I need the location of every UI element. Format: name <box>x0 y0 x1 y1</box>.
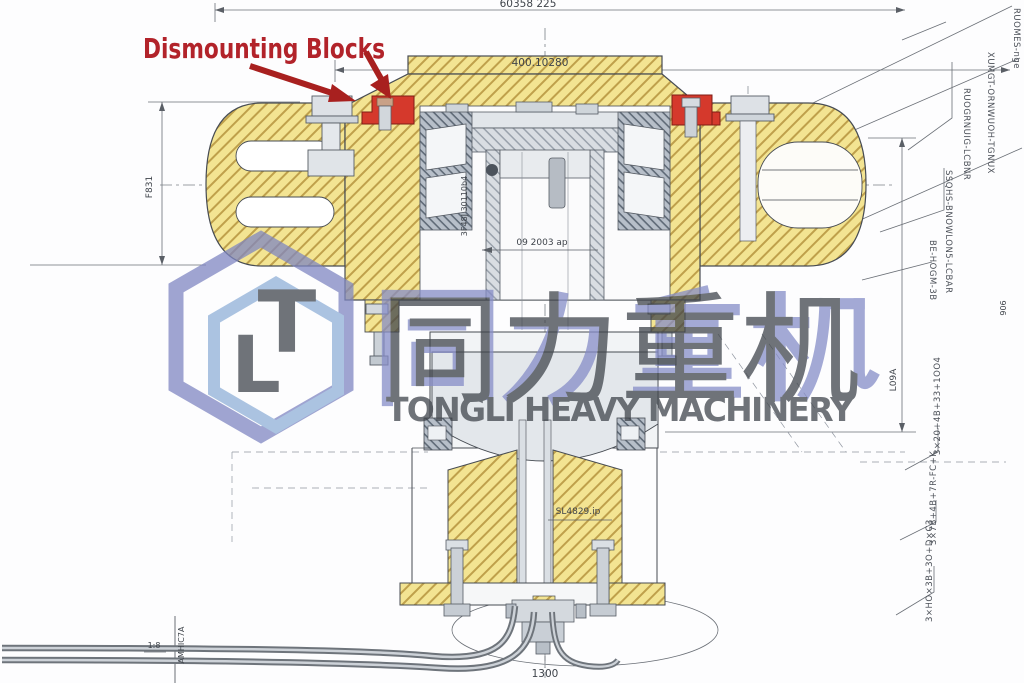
arrow-left-head-icon <box>328 84 356 102</box>
side-callout-labels: RUOMES-nge XUMGT-ORNWUOH-TGNUX RUOGRNUIG… <box>925 8 1021 622</box>
tongli-logo-hexagon-icon: T L <box>168 230 354 444</box>
dim-left-height: F831 <box>145 176 155 198</box>
dismounting-blocks <box>361 94 721 138</box>
side-label-upper-3: RUOGRNUIG-LCBNR <box>961 88 971 180</box>
side-label-lower-2: 3×7B+4B+7R-FC+K <box>929 451 939 545</box>
arrow-right-head-icon <box>370 74 391 99</box>
right-roller-bearing <box>617 111 671 231</box>
housing-lower <box>399 419 666 610</box>
axis-note: AMHIC7A <box>177 626 186 663</box>
internals-lower <box>1 539 621 672</box>
dim-right-height: L09A <box>889 368 899 391</box>
side-label-lower-3: 3×HO×3B+3O+D×C3 <box>925 519 935 622</box>
dimension-texts: 60358 225 400.10280 F831 L09A 906 09 200… <box>145 0 1008 680</box>
char-zhong <box>633 285 741 398</box>
construction-lines <box>30 3 1023 683</box>
watermark-english-name: TONGLI HEAVY MACHINERY <box>386 390 855 429</box>
side-label-lower-1: 3×20+4B+33+1OO4 <box>933 357 943 455</box>
logo-monogram-t: T <box>258 273 317 373</box>
shaft-note: SL4829.ip <box>556 507 601 517</box>
lower-shaft-wall-left <box>447 449 518 584</box>
arrow-right-shaft <box>363 50 387 86</box>
scale-note: 1:8 <box>148 641 161 650</box>
dismounting-blocks-label: Dismounting Blocks <box>143 32 385 65</box>
side-label-upper-2: XUMGT-ORNWUOH-TGNUX <box>985 52 995 174</box>
watermark-chinese-characters <box>381 285 880 407</box>
housing-upper <box>205 55 867 333</box>
bore-note: 09 2003 ap <box>516 238 568 248</box>
dim-top-secondary: 400.10280 <box>512 57 569 69</box>
dim-right-small: 906 <box>999 300 1008 315</box>
main-bearing-housing <box>344 73 701 301</box>
bottom-flange <box>399 582 457 606</box>
left-trunnion-arm <box>205 102 346 267</box>
left-roller-bearing <box>419 111 473 231</box>
char-ji <box>753 291 880 402</box>
dismounting-block-left <box>361 95 415 125</box>
thread-note: 3F48J 30110b4 <box>460 176 469 236</box>
arrow-left-shaft <box>249 63 339 98</box>
side-label-upper-1: RUOMES-nge <box>1011 8 1021 69</box>
mid-section <box>411 331 659 583</box>
internals-upper <box>419 101 671 330</box>
dim-top-overall: 60358 225 <box>500 0 557 10</box>
dome-cover-arc <box>424 59 669 98</box>
dim-bottom-width: 1300 <box>532 668 559 680</box>
side-label-upper-4: SSQHS-BNOWLON5-LCBAR <box>943 170 953 294</box>
arm-bolts <box>305 95 775 366</box>
side-label-upper-5: BE-HOGM-3B <box>927 240 937 301</box>
char-li <box>502 291 601 406</box>
dismounting-block-right <box>671 94 713 126</box>
right-trunnion-arm <box>699 102 867 267</box>
lower-shaft-wall-right <box>552 449 623 584</box>
hydraulic-hoses <box>1 605 621 672</box>
annotation-arrows <box>249 50 391 102</box>
char-tong <box>381 289 494 407</box>
logo-monogram-l: L <box>231 321 281 411</box>
watermark-chinese-name: 同力重机 <box>380 282 860 421</box>
top-cap-ring <box>407 55 663 75</box>
